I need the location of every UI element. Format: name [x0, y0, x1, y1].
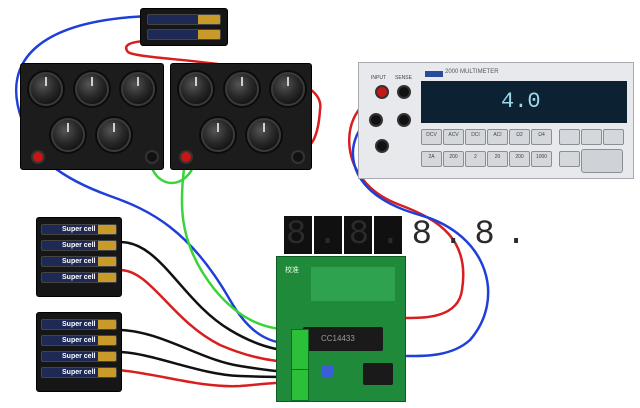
- pcb-silk-label: 校准: [285, 267, 299, 274]
- top-battery-holder: [140, 8, 228, 46]
- digit-cell: [314, 216, 342, 254]
- knob-icon[interactable]: [225, 72, 259, 106]
- aa-cell: [147, 14, 221, 25]
- knob-icon[interactable]: [75, 72, 109, 106]
- chip-label: CC14433: [321, 334, 355, 343]
- multimeter-display: 4.0: [421, 81, 627, 123]
- aa-cell: Super cell: [41, 319, 117, 330]
- multimeter: 2000 MULTIMETER INPUT SENSE 4.0 DCV ACV …: [358, 62, 634, 179]
- multimeter-reading: 4.0: [501, 89, 541, 114]
- knob-icon[interactable]: [29, 72, 63, 106]
- digit-readout: 8.8.8.8.: [286, 216, 538, 254]
- small-chip: [363, 363, 393, 385]
- current-jack-icon[interactable]: [375, 139, 389, 153]
- aa-cell: Super cell: [41, 256, 117, 267]
- seven-segment-display: 8.8.8.8.: [282, 214, 526, 256]
- aci-button[interactable]: ACI: [487, 129, 508, 145]
- knob-icon[interactable]: [97, 118, 131, 152]
- arrow-pad-icon[interactable]: [581, 149, 623, 173]
- range-button[interactable]: 200: [509, 151, 530, 167]
- knob-icon[interactable]: [201, 118, 235, 152]
- aa-cell: Super cell: [41, 367, 117, 378]
- aa-cell: [147, 29, 221, 40]
- battery-pack-bottom: Super cell Super cell Super cell Super c…: [36, 312, 122, 392]
- range-button[interactable]: 1000: [531, 151, 552, 167]
- terminal-red-icon[interactable]: [31, 150, 45, 164]
- input-red-jack-icon[interactable]: [375, 85, 389, 99]
- connector-bottom: [291, 369, 309, 401]
- knob-icon[interactable]: [271, 72, 305, 106]
- aa-cell: Super cell: [41, 335, 117, 346]
- ohm2-button[interactable]: Ω2: [509, 129, 530, 145]
- function-button[interactable]: [559, 151, 580, 167]
- battery-pack-top: Super cell Super cell Super cell Super c…: [36, 217, 122, 297]
- aa-cell: Super cell: [41, 351, 117, 362]
- input-black-jack-icon[interactable]: [369, 113, 383, 127]
- wire-red-1: [117, 268, 296, 364]
- wire-blue-dmm: [351, 118, 490, 358]
- knob-icon[interactable]: [121, 72, 155, 106]
- multimeter-model: 2000 MULTIMETER: [445, 69, 499, 75]
- pcb-board: 校准 CC14433: [276, 256, 406, 402]
- aa-cell: Super cell: [41, 240, 117, 251]
- wire-black-1: [117, 240, 296, 354]
- sense-label: SENSE: [395, 75, 412, 81]
- dci-button[interactable]: DCI: [465, 129, 486, 145]
- aa-cell: Super cell: [41, 224, 117, 235]
- range-button[interactable]: 20: [487, 151, 508, 167]
- function-button[interactable]: [581, 129, 602, 145]
- resistor-array: [311, 267, 395, 301]
- terminal-black-icon[interactable]: [291, 150, 305, 164]
- terminal-red-icon[interactable]: [179, 150, 193, 164]
- function-button[interactable]: [559, 129, 580, 145]
- digit-cell: [284, 216, 312, 254]
- potentiometer-icon[interactable]: [321, 365, 333, 377]
- digit-cell: [374, 216, 402, 254]
- multimeter-brand: [425, 71, 443, 77]
- aa-cell: Super cell: [41, 272, 117, 283]
- sense-jack-icon[interactable]: [397, 85, 411, 99]
- terminal-black-icon[interactable]: [145, 150, 159, 164]
- ohm4-button[interactable]: Ω4: [531, 129, 552, 145]
- knob-icon[interactable]: [247, 118, 281, 152]
- digit-cell: [344, 216, 372, 254]
- range-button[interactable]: 2A: [421, 151, 442, 167]
- sense-jack-2-icon[interactable]: [397, 113, 411, 127]
- function-button[interactable]: [603, 129, 624, 145]
- acv-button[interactable]: ACV: [443, 129, 464, 145]
- decade-box-right: [170, 63, 312, 170]
- range-button[interactable]: 200: [443, 151, 464, 167]
- chip: CC14433: [303, 327, 383, 351]
- wire-green-2: [180, 151, 296, 332]
- knob-icon[interactable]: [179, 72, 213, 106]
- decade-box-left: [20, 63, 164, 170]
- knob-icon[interactable]: [51, 118, 85, 152]
- range-button[interactable]: 2: [465, 151, 486, 167]
- dcv-button[interactable]: DCV: [421, 129, 442, 145]
- input-label: INPUT: [371, 75, 386, 81]
